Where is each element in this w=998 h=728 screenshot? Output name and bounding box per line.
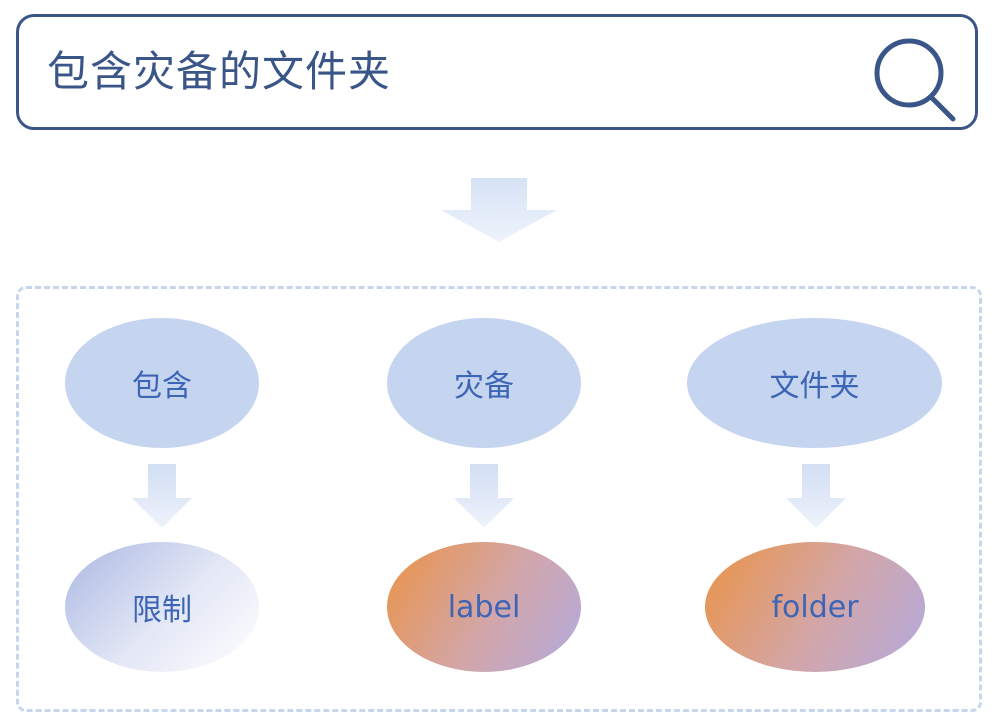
keyword-mapping-panel [16,286,982,712]
keyword-node-folder: 文件夹 [687,318,942,448]
result-node-folder: folder [705,542,925,672]
keyword-label: 灾备 [454,369,514,404]
search-box[interactable]: 包含灾备的文件夹 [16,14,978,130]
down-arrow-icon [454,464,514,528]
result-node-label: label [387,542,581,672]
keyword-node-disaster-recovery: 灾备 [387,318,581,448]
result-label: 限制 [132,593,192,628]
down-arrow-icon [786,464,846,528]
search-query-text: 包含灾备的文件夹 [47,47,392,96]
keyword-label: 文件夹 [769,369,860,404]
down-arrow-icon [132,464,192,528]
result-node-restriction: 限制 [65,542,259,672]
result-label: label [447,589,521,625]
result-label: folder [771,589,859,625]
search-icon[interactable] [869,35,959,125]
keyword-node-include: 包含 [65,318,259,448]
down-arrow-icon [441,178,557,242]
keyword-label: 包含 [132,369,192,404]
